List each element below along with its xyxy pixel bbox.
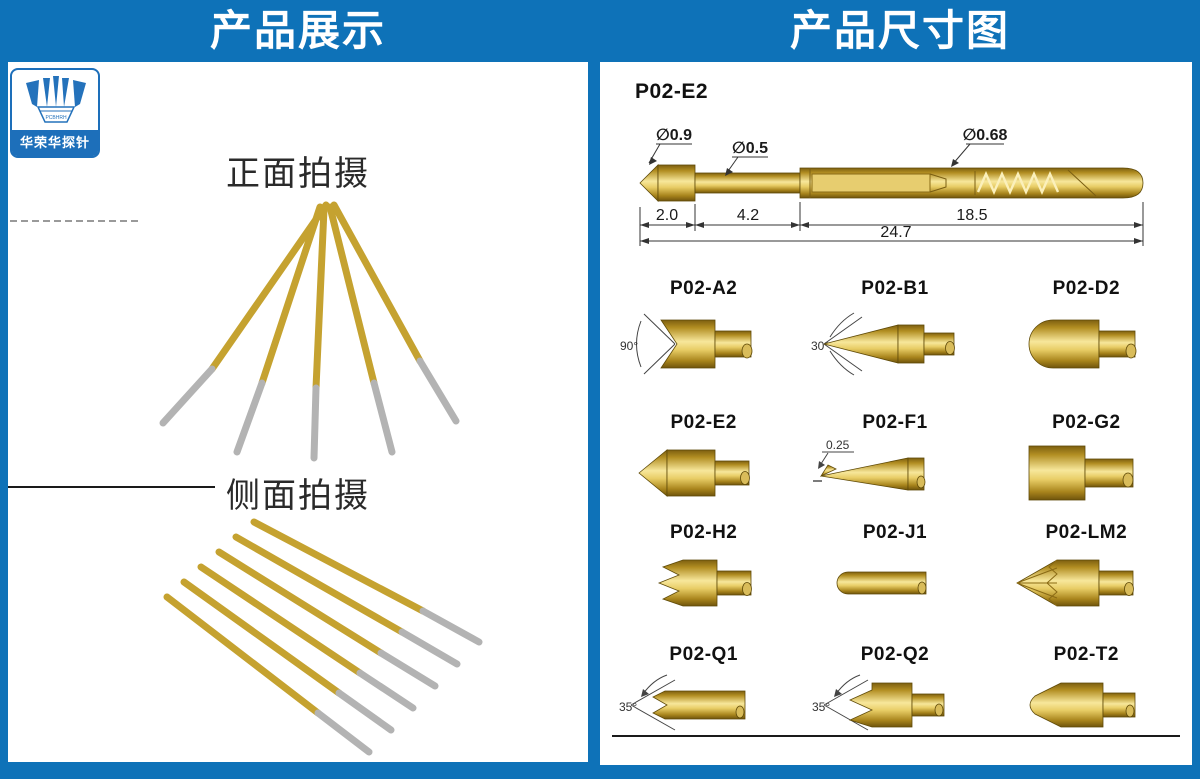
probe-type-cell-a2: P02-A2 90°	[608, 278, 799, 384]
baseline-rule	[612, 735, 1180, 737]
tip-grid-row-4: P02-Q1 35° P02-Q2 35° P02	[608, 644, 1182, 740]
drawing-title: P02-E2	[635, 80, 709, 103]
dimension-arrows	[640, 222, 1143, 244]
barrel-detail-lines	[809, 168, 1097, 198]
probe-type-label: P02-B1	[861, 278, 929, 299]
probe-tip-lm2-serrated-cone-icon	[1016, 559, 1135, 607]
dim-tip-length: 2.0	[656, 207, 678, 224]
probe-head	[657, 164, 696, 202]
probe-type-label: P02-D2	[1052, 278, 1121, 299]
probe-shaft	[694, 172, 801, 194]
dim-barrel-length: 18.5	[956, 207, 987, 224]
probe-type-cell-f1: P02-F1 0.25	[799, 412, 990, 508]
diameter-leaders	[648, 143, 1004, 175]
dimension-panel: P02-E2	[600, 62, 1192, 765]
probe-tip-d2-dome-icon	[1028, 319, 1137, 369]
probe-type-label: P02-E2	[670, 412, 737, 433]
probe-type-cell-d2: P02-D2	[991, 278, 1182, 384]
probe-type-label: P02-A2	[669, 278, 738, 299]
probe-type-label: P02-J1	[862, 522, 928, 543]
leader-arrowheads	[649, 157, 959, 176]
probe-tip-j1-round-icon	[836, 571, 927, 595]
angle-note: 90°	[620, 339, 638, 353]
probe-tip-b1-sharp-icon: 30°	[811, 312, 955, 376]
dia-shaft-label: ∅0.5	[732, 140, 768, 157]
brand-name: 华荣华探针	[12, 130, 98, 156]
probe-type-cell-q2: P02-Q2 35°	[799, 644, 990, 740]
left-header-title: 产品展示	[209, 7, 386, 54]
probe-type-cell-e2: P02-E2	[608, 412, 799, 508]
probe-tip-cone	[639, 164, 659, 202]
dimension-lines	[640, 224, 1143, 242]
logo-sub-text: PCBHRH	[45, 115, 67, 121]
probe-tip-q1-notched-icon: 35°	[619, 674, 746, 731]
front-view-probe-fan	[159, 201, 460, 462]
tip-grid-row-1: P02-A2 90° P02-B1 30° P02	[608, 278, 1182, 384]
tip-grid-row-3: P02-H2 P02-J1 P02-LM2	[608, 522, 1182, 618]
probe-tip-a2-concave-icon: 90°	[620, 313, 753, 375]
probe-type-label: P02-Q2	[860, 644, 930, 665]
extension-lines	[639, 202, 1144, 246]
probe-type-cell-j1: P02-J1	[799, 522, 990, 618]
probe-type-cell-q1: P02-Q1 35°	[608, 644, 799, 740]
tip-grid-row-2: P02-E2 P02-F1 0.25 P02-G	[608, 412, 1182, 508]
dim-note: 0.25	[826, 438, 850, 452]
probe-tip-e2-cone-icon	[638, 449, 750, 497]
right-header-title: 产品尺寸图	[789, 7, 1010, 54]
probe-type-cell-t2: P02-T2	[991, 644, 1182, 740]
angle-note: 35°	[812, 700, 830, 714]
probe-type-cell-lm2: P02-LM2	[991, 522, 1182, 618]
probe-type-label: P02-LM2	[1045, 522, 1128, 543]
probe-type-cell-h2: P02-H2	[608, 522, 799, 618]
angle-note: 35°	[619, 700, 637, 714]
angle-note: 30°	[811, 339, 829, 353]
spring-zigzag	[976, 171, 1060, 195]
dia-tip-label: ∅0.9	[656, 127, 692, 144]
probe-tip-q2-crown-icon: 35°	[812, 674, 945, 731]
probe-tip-h2-crown-icon	[657, 559, 752, 607]
probe-type-cell-b1: P02-B1 30°	[799, 278, 990, 384]
probe-photos-image	[8, 201, 483, 756]
probe-type-cell-g2: P02-G2	[991, 412, 1182, 508]
probe-type-label: P02-H2	[669, 522, 738, 543]
dia-barrel-label: ∅0.68	[963, 127, 1008, 144]
p02-e2-dimension-drawing: 2.0 4.2 18.5 24.7 ∅0.9 ∅0.5 ∅0.68	[639, 127, 1144, 246]
probe-type-label: P02-F1	[862, 412, 928, 433]
side-view-probe-group	[163, 518, 483, 756]
probe-type-label: P02-G2	[1052, 412, 1121, 433]
dim-shaft-length: 4.2	[737, 207, 759, 224]
brand-logo: PCBHRH 华荣华探针	[10, 68, 100, 158]
probe-tip-f1-chisel-icon: 0.25	[812, 438, 926, 491]
probe-type-label: P02-T2	[1053, 644, 1119, 665]
dim-total-length: 24.7	[880, 224, 911, 241]
crown-logo-icon: PCBHRH	[26, 76, 86, 123]
front-view-label: 正面拍摄	[226, 155, 370, 193]
product-photos-panel: PCBHRH 华荣华探针 正面拍摄 侧面拍摄	[8, 62, 588, 762]
probe-tip-g2-flat-icon	[1028, 445, 1134, 501]
probe-tip-t2-blunt-cone-icon	[1029, 682, 1136, 728]
side-view-label: 侧面拍摄	[226, 477, 370, 515]
probe-type-label: P02-Q1	[669, 644, 738, 665]
